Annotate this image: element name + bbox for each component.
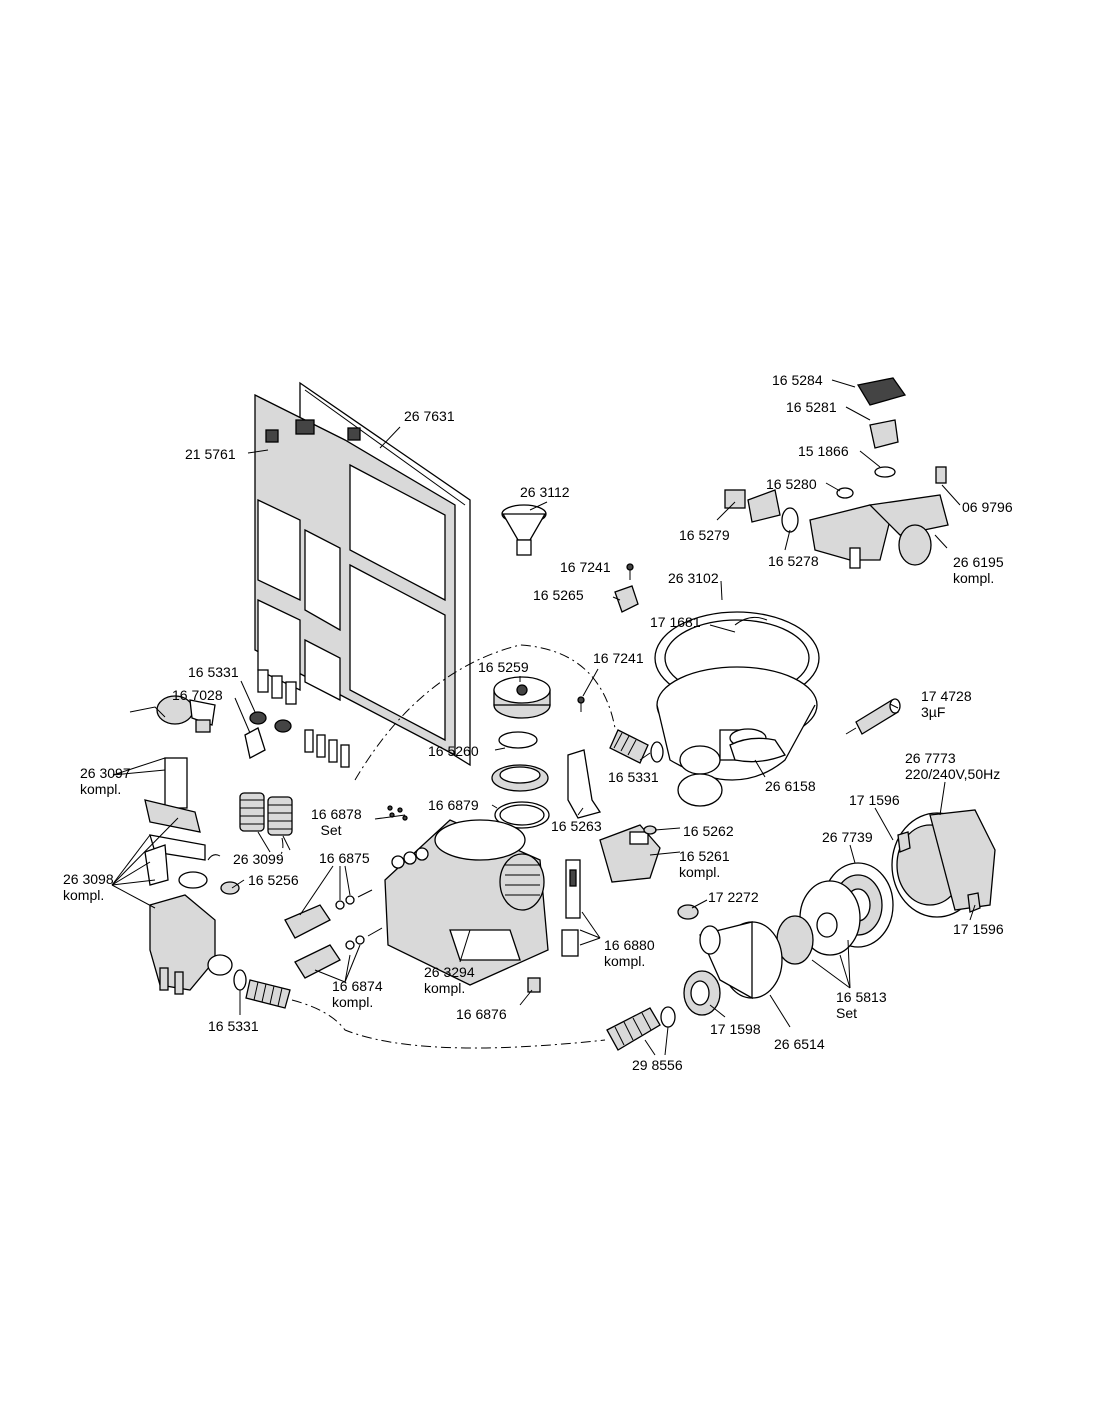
panel-215761 — [254, 393, 456, 768]
funnel-263112 — [501, 504, 547, 556]
softener-263294 — [384, 819, 549, 986]
label-266158: 26 6158 — [765, 778, 816, 794]
label-166875: 16 6875 — [319, 850, 370, 866]
label-215761: 21 5761 — [185, 446, 236, 462]
label-267739: 26 7739 — [822, 829, 873, 845]
label-165284: 16 5284 — [772, 372, 823, 388]
label-165279: 16 5279 — [679, 527, 730, 543]
hose-165331-middle — [609, 729, 664, 764]
label-171596-lower: 17 1596 — [953, 921, 1004, 937]
bracket-165263 — [567, 749, 602, 819]
screw-167241-lower — [577, 696, 585, 712]
label-165331-middle: 16 5331 — [608, 769, 659, 785]
clip-166876 — [527, 977, 541, 993]
seal-165260 — [491, 731, 549, 792]
label-165280: 16 5280 — [766, 476, 817, 492]
spring-165256 — [207, 854, 240, 895]
valve-166874 — [294, 927, 383, 979]
valve-assembly-263098 — [144, 799, 233, 995]
hose-165331-lower — [233, 969, 291, 1009]
label-267631: 26 7631 — [404, 408, 455, 424]
sump-266158 — [654, 611, 820, 807]
heater-block-266195 — [724, 377, 949, 569]
label-165278: 16 5278 — [768, 553, 819, 569]
label-151866: 15 1866 — [798, 443, 849, 459]
springs-263099 — [239, 792, 293, 836]
switch-165261 — [599, 824, 661, 883]
label-166876: 16 6876 — [456, 1006, 507, 1022]
pump-266514 — [699, 921, 783, 1000]
label-167241-top: 16 7241 — [560, 559, 611, 575]
pump-motor-267773 — [891, 809, 996, 918]
ball-set-166878 — [387, 805, 408, 821]
clip-165262 — [643, 825, 657, 835]
label-298556: 29 8556 — [632, 1057, 683, 1073]
label-165281: 16 5281 — [786, 399, 837, 415]
label-165331-lower: 16 5331 — [208, 1018, 259, 1034]
label-165265: 16 5265 — [533, 587, 584, 603]
valve-166875 — [284, 889, 373, 939]
seal-165331-top — [249, 711, 292, 733]
leader-lines — [111, 379, 976, 1056]
cap-165259 — [493, 676, 551, 719]
label-069796: 06 9796 — [962, 499, 1013, 515]
seal-171598 — [683, 970, 721, 1016]
capacitor-174728 — [845, 698, 901, 735]
label-171596-top: 17 1596 — [849, 792, 900, 808]
hose-298556 — [606, 1006, 676, 1051]
label-165256: 16 5256 — [248, 872, 299, 888]
label-171598: 17 1598 — [710, 1021, 761, 1037]
float-166880 — [561, 859, 581, 957]
label-167241-lower: 16 7241 — [593, 650, 644, 666]
label-263099: 26 3099 — [233, 851, 284, 867]
label-172272: 17 2272 — [708, 889, 759, 905]
label-166879: 16 6879 — [428, 797, 479, 813]
label-263112: 26 3112 — [520, 484, 570, 500]
label-165260: 16 5260 — [428, 743, 479, 759]
bracket-167028 — [244, 727, 266, 759]
label-165263: 16 5263 — [551, 818, 602, 834]
pump-assembly-263097 — [129, 695, 216, 809]
label-266514: 26 6514 — [774, 1036, 825, 1052]
label-165262: 16 5262 — [683, 823, 734, 839]
seal-set-165813 — [776, 880, 861, 965]
label-165331-top: 16 5331 — [188, 664, 239, 680]
label-165259: 16 5259 — [478, 659, 529, 675]
label-171681: 17 1681 — [650, 614, 701, 630]
label-167028: 16 7028 — [172, 687, 223, 703]
clip-172272 — [677, 904, 699, 920]
label-263102: 26 3102 — [668, 570, 719, 586]
bracket-165265 — [614, 585, 639, 613]
screw-167241-top — [626, 563, 634, 580]
ring-166879 — [494, 801, 550, 829]
